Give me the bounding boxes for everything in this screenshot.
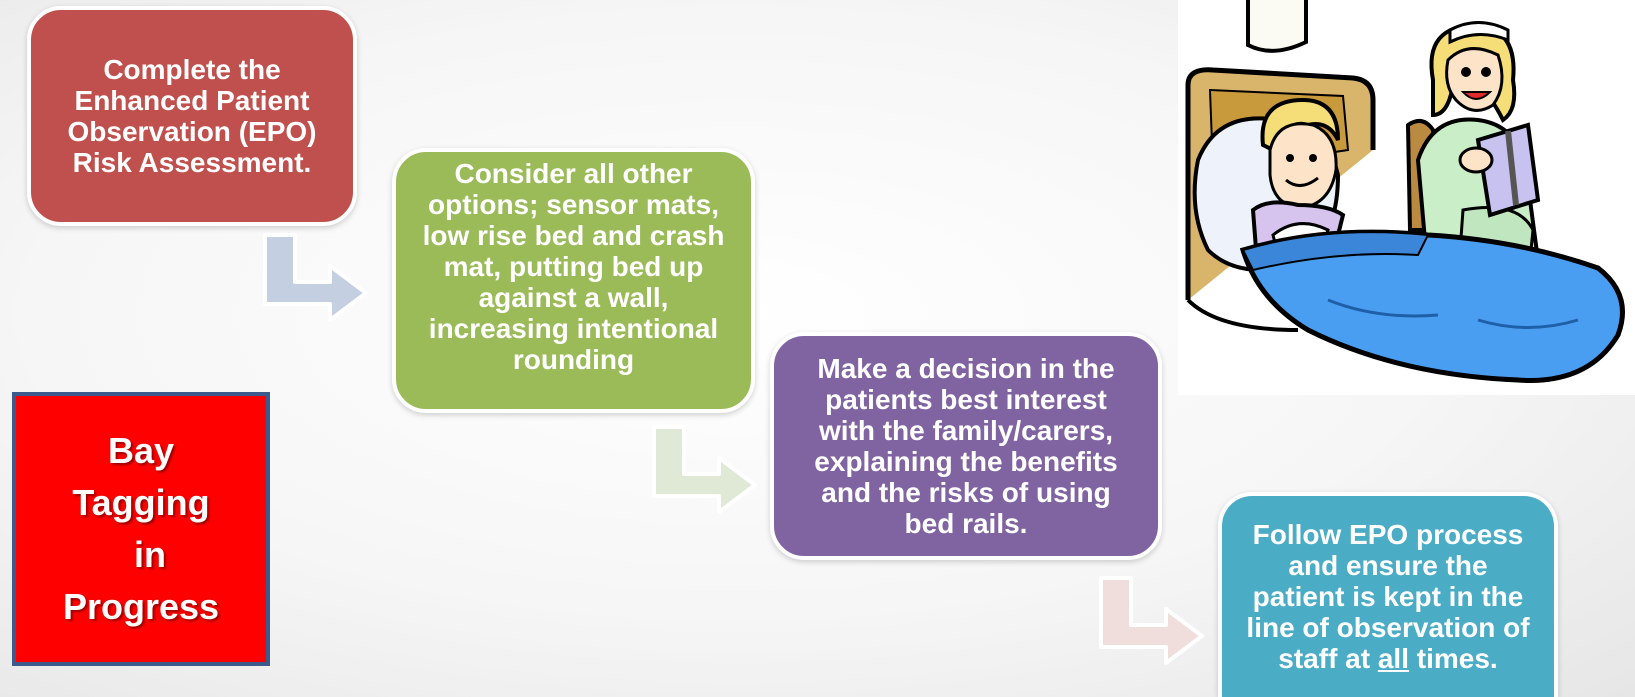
step-2-line: increasing intentional [428,313,719,344]
step-4-line: patient is kept in the [1252,581,1524,612]
step-3-line: with the family/carers, [818,415,1114,446]
step-2-line: Consider all other [454,158,693,189]
step-2-line: against a wall, [478,282,669,313]
step-4-line: staff at all times. [1246,643,1529,674]
nurse-reading-to-child-icon [1178,0,1635,395]
bent-arrow-3-icon [1099,576,1204,665]
step-3-line: Make a decision in the [817,353,1115,384]
step-3-line: bed rails. [904,508,1028,539]
badge-line: Bay [107,430,175,471]
step-2-line: options; sensor mats, [428,189,719,220]
step-4-line: line of observation of [1246,612,1530,643]
step-1-box: Complete the Enhanced Patient Observatio… [27,6,357,226]
step-2-line: rounding [512,344,635,375]
step-2-line: mat, putting bed up [443,251,704,282]
step-4-line: Follow EPO process [1252,519,1524,550]
step-3-box: Make a decision in the patients best int… [770,332,1162,560]
step-1-line: Risk Assessment. [72,147,312,178]
step-3-line: patients best interest [825,384,1107,415]
step-4-box: Follow EPO process and ensure the patien… [1218,492,1558,697]
step-2-box: Consider all other options; sensor mats,… [392,148,755,413]
bent-arrow-2-icon [652,425,757,514]
step-3-line: and the risks of using [821,477,1111,508]
step-4-last-before: staff at [1278,643,1378,674]
step-2-line: low rise bed and crash [422,220,725,251]
badge-line: in [134,534,166,575]
step-1-line: Complete the [103,54,281,85]
badge-line: Tagging [72,482,210,523]
step-1-line: Enhanced Patient [74,85,310,116]
step-1-line: Observation (EPO) [67,116,317,147]
badge-line: Progress [62,586,220,627]
step-4-last-after: times. [1409,643,1498,674]
bent-arrow-1-icon [263,233,368,322]
step-4-last-underlined: all [1377,643,1409,674]
bay-tagging-badge: Bay Tagging in Progress [12,392,270,666]
step-4-line: and ensure the [1288,550,1488,581]
step-3-line: explaining the benefits [814,446,1118,477]
